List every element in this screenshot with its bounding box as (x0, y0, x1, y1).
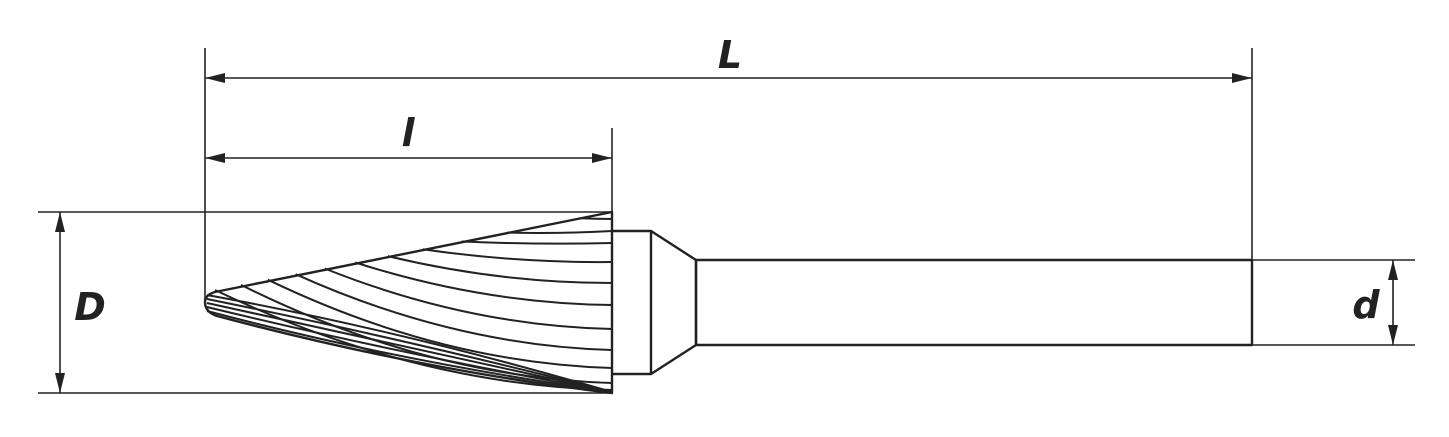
flute-line (267, 278, 613, 369)
flute-line (206, 302, 613, 393)
shank (694, 258, 1254, 347)
flute-line (461, 240, 613, 245)
flute-line (206, 294, 613, 393)
neck-chamfer (650, 229, 698, 376)
flute-line (324, 267, 613, 330)
flute-line (422, 248, 613, 264)
flute-line (214, 289, 613, 391)
label-l: l (401, 111, 415, 155)
label-D: D (74, 285, 106, 329)
flute-line (206, 306, 613, 393)
flute-line (206, 310, 613, 393)
flute-line (579, 217, 613, 220)
flute-line (206, 298, 613, 393)
flute-line (387, 255, 613, 284)
burr-body (203, 210, 1254, 395)
label-d: d (1352, 283, 1380, 327)
cone-head-outline (203, 210, 614, 395)
flute-line (354, 261, 613, 306)
label-L: L (718, 33, 742, 77)
cone-flutes (206, 217, 613, 393)
flute-line (507, 230, 613, 234)
flute-line (295, 273, 613, 351)
neck-collar (612, 229, 653, 376)
dimension-lines (55, 73, 1398, 393)
extension-lines (38, 48, 1415, 394)
